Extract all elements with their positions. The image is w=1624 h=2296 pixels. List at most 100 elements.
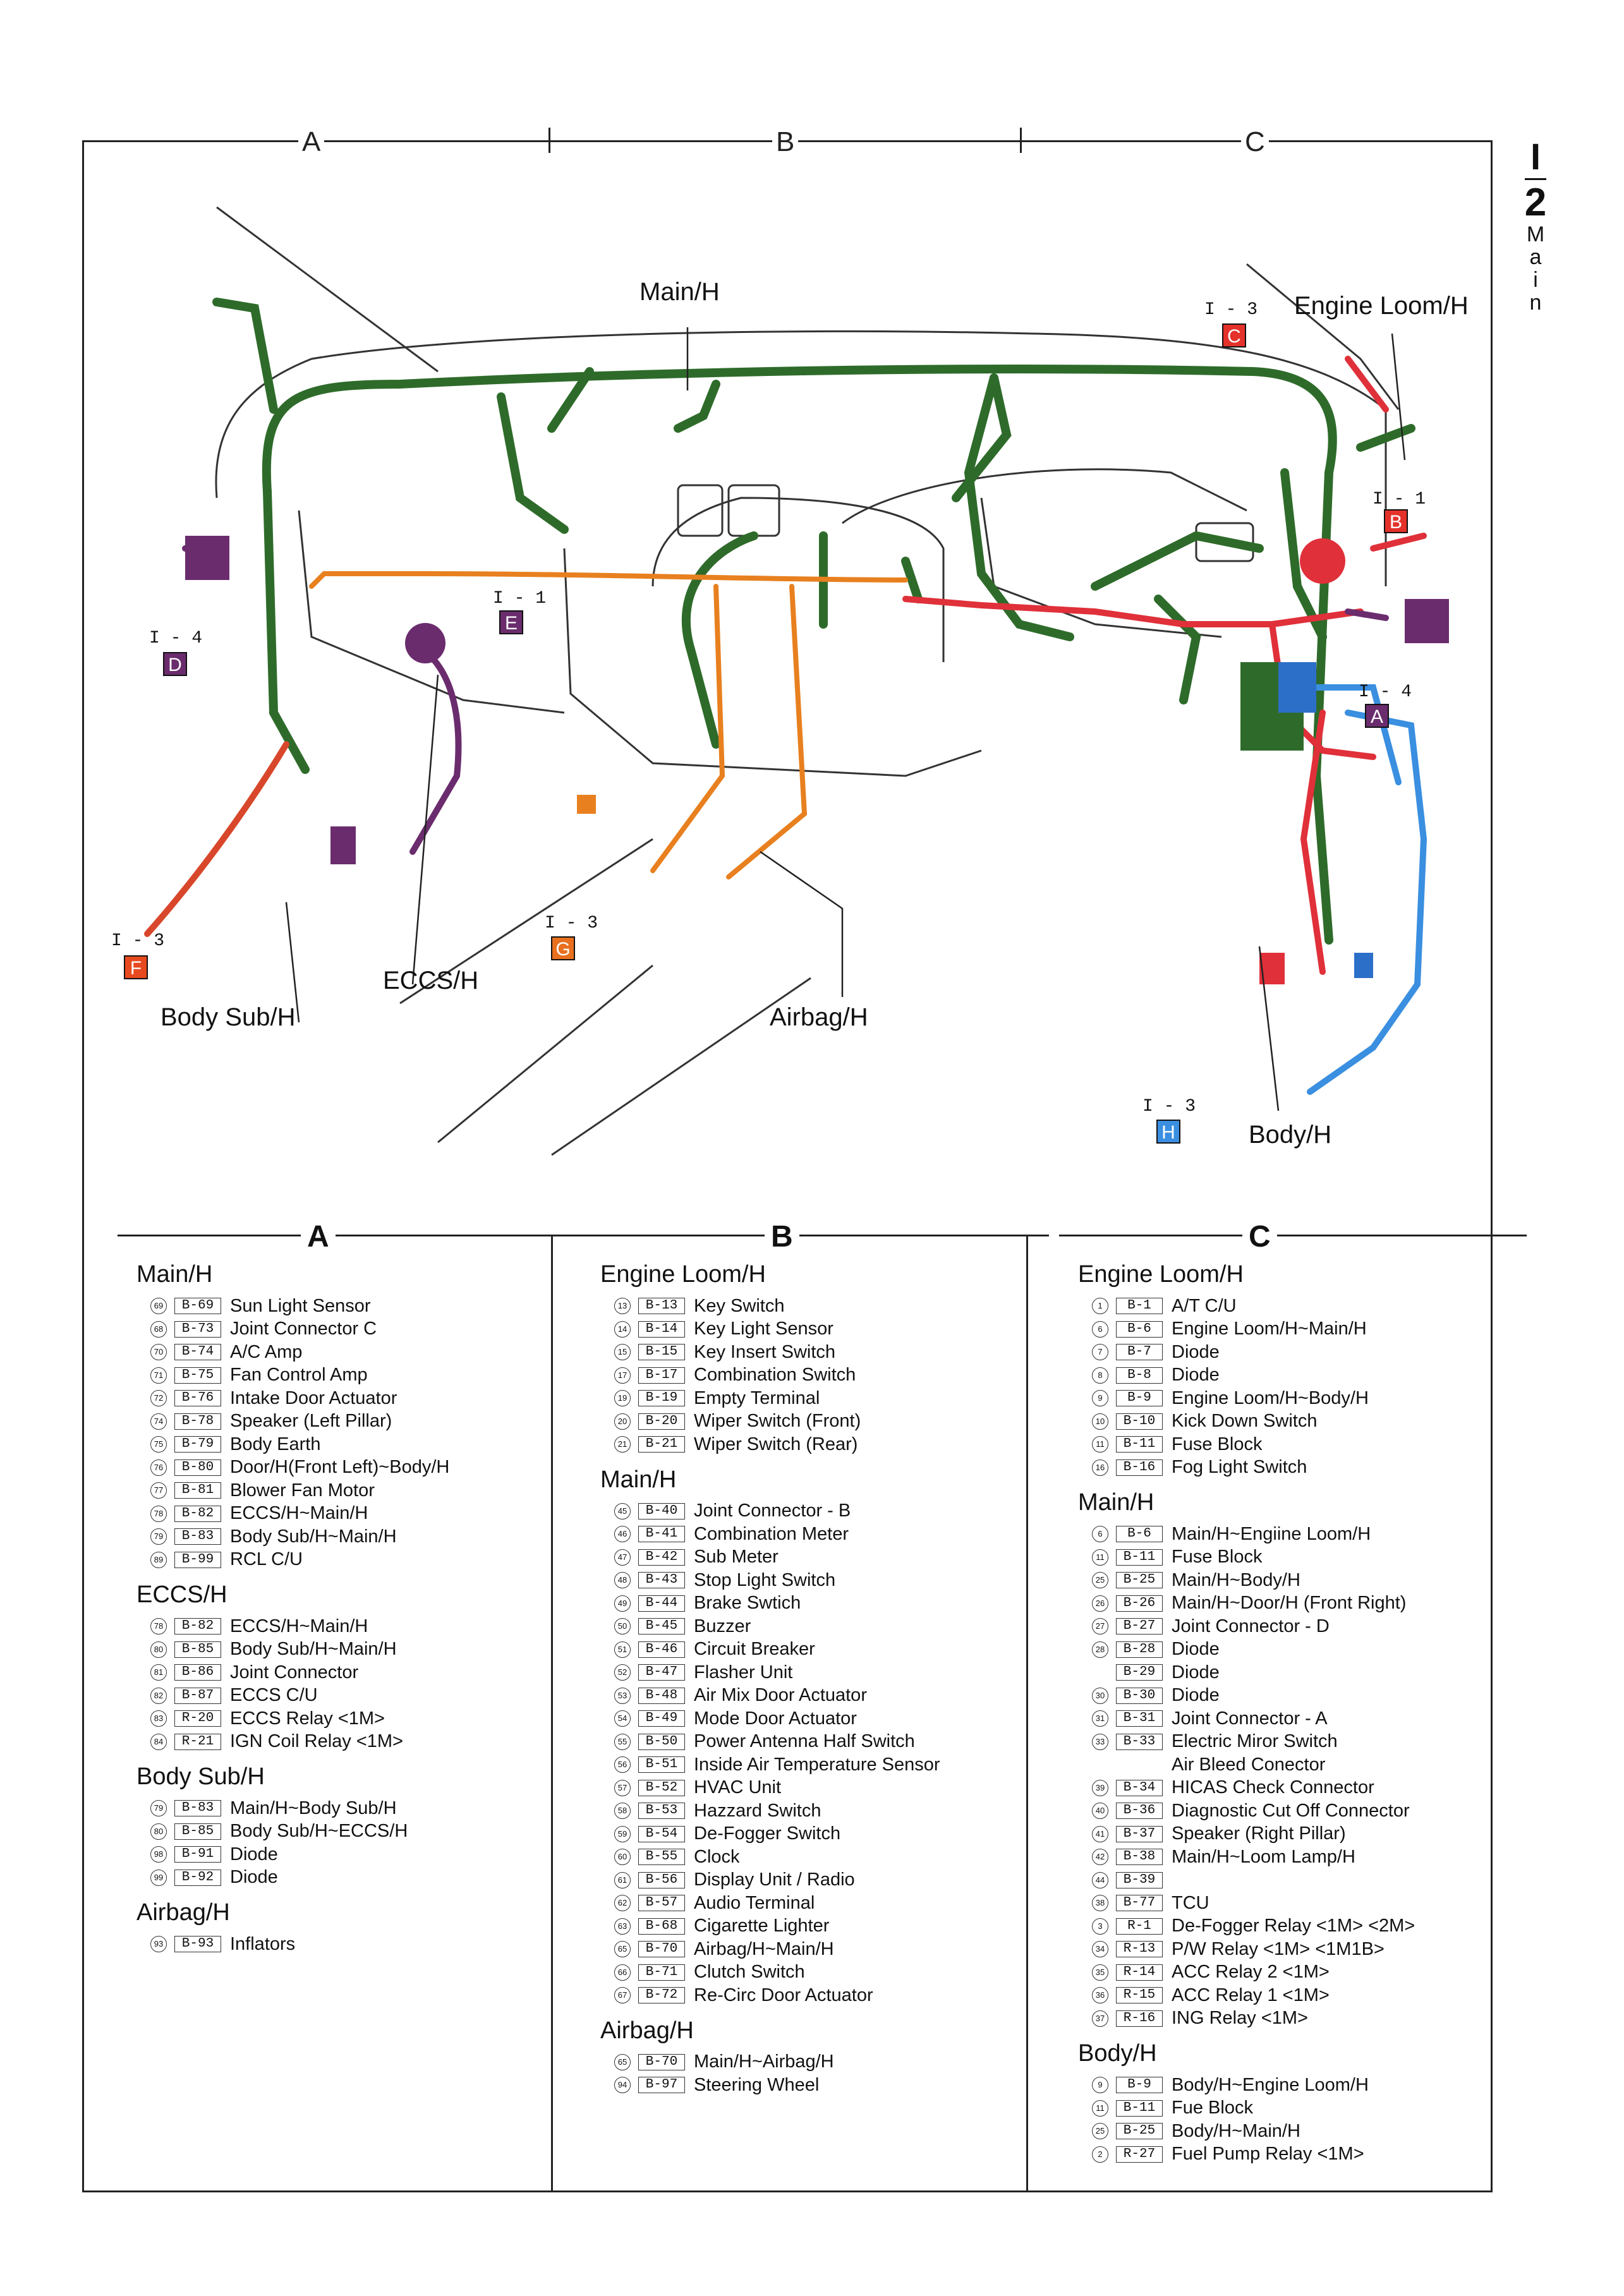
- legend-item-label: Body/H~Engine Loom/H: [1172, 2074, 1369, 2095]
- legend-item-label: Diode: [1172, 1341, 1220, 1362]
- legend-item-code: B-49: [638, 1710, 685, 1727]
- legend-item-number: 31: [1092, 1710, 1108, 1727]
- legend-item-label: ACC Relay 1 <1M>: [1172, 1985, 1330, 2005]
- connector-box-b: B: [1384, 509, 1408, 533]
- legend-item-code: B-8: [1116, 1367, 1163, 1384]
- connector-ref-c: I - 3: [1204, 300, 1258, 320]
- legend-item-code: B-56: [638, 1871, 685, 1888]
- legend-item-label: Inflators: [230, 1933, 296, 1954]
- legend-item-code: B-7: [1116, 1344, 1163, 1361]
- legend-item-code: B-74: [174, 1344, 221, 1361]
- legend-group-title: Main/H: [136, 1261, 213, 1288]
- legend-item-label: Stop Light Switch: [694, 1569, 836, 1590]
- legend-item-label: Fuel Pump Relay <1M>: [1172, 2144, 1364, 2165]
- legend-item-code: B-45: [638, 1618, 685, 1635]
- legend-item-code: B-36: [1116, 1803, 1163, 1820]
- legend-item-number: 15: [614, 1344, 631, 1361]
- connector-ref-f: I - 3: [111, 931, 165, 951]
- legend-group-title: Engine Loom/H: [1078, 1261, 1244, 1288]
- legend-item-number: 9: [1092, 2077, 1108, 2094]
- legend-item-label: Empty Terminal: [694, 1387, 820, 1408]
- legend-item-number: 68: [150, 1320, 167, 1338]
- legend-item-label: Audio Terminal: [694, 1892, 815, 1913]
- legend-item-number: 93: [150, 1936, 167, 1953]
- legend-item-label: Speaker (Right Pillar): [1172, 1823, 1346, 1844]
- legend-item-label: Joint Connector: [230, 1662, 359, 1683]
- legend-item-number: 21: [614, 1436, 631, 1453]
- legend-item-number: 79: [150, 1528, 167, 1545]
- legend-item-label: Air Bleed Conector: [1172, 1754, 1326, 1775]
- legend-group-title: Main/H: [600, 1466, 677, 1493]
- connector-box-e: E: [499, 610, 523, 634]
- legend-item-number: 17: [614, 1367, 631, 1384]
- legend-item-label: Body Sub/H~Main/H: [230, 1639, 397, 1660]
- legend-item-label: Body/H~Main/H: [1172, 2120, 1300, 2141]
- legend-item-label: Kick Down Switch: [1172, 1411, 1318, 1432]
- legend-item-code: B-76: [174, 1390, 221, 1407]
- legend-item-number: 69: [150, 1298, 167, 1315]
- legend-item: Air Bleed Conector: [1092, 1753, 1527, 1777]
- legend-item-number: 89: [150, 1551, 167, 1568]
- legend-item-number: 83: [150, 1710, 167, 1727]
- legend-item-code: B-86: [174, 1664, 221, 1681]
- legend-item-number: 9: [1092, 1390, 1108, 1407]
- legend-item-label: Main/H~Body Sub/H: [230, 1798, 397, 1818]
- legend-header-rule: [1059, 1235, 1527, 1236]
- legend-item-code: B-97: [638, 2077, 685, 2094]
- legend-item-code: B-83: [174, 1800, 221, 1817]
- legend-group-title: Airbag/H: [600, 2017, 694, 2044]
- legend-item-label: Intake Door Actuator: [230, 1387, 397, 1408]
- legend-item-number: 25: [1092, 2123, 1108, 2140]
- connector-box-g: G: [551, 936, 575, 960]
- legend-item-code: B-99: [174, 1551, 221, 1568]
- connector-ref-h: I - 3: [1142, 1097, 1196, 1116]
- legend-item-number: 8: [1092, 1367, 1108, 1384]
- legend-header-rule: [118, 1235, 585, 1236]
- legend-item-label: Sub Meter: [694, 1547, 779, 1568]
- legend-item-label: ING Relay <1M>: [1172, 2008, 1308, 2029]
- legend-item-label: Main/H~Airbag/H: [694, 2051, 834, 2072]
- legend-group-title: Main/H: [1078, 1489, 1154, 1516]
- legend-item-label: P/W Relay <1M> <1M1B>: [1172, 1938, 1385, 1959]
- vertical-title-char: n: [1529, 291, 1542, 315]
- legend-item-number: 6: [1092, 1526, 1108, 1543]
- engine-loom-harness-label: Engine Loom/H: [1294, 292, 1469, 320]
- legend-column-header: B: [581, 1219, 1049, 1254]
- zone-a-header: A: [298, 126, 325, 158]
- legend-item-label: ECCS/H~Main/H: [230, 1503, 368, 1524]
- legend-group-title: Engine Loom/H: [600, 1261, 766, 1288]
- legend-item-code: B-11: [1116, 1436, 1163, 1453]
- legend-item-label: Steering Wheel: [694, 2074, 820, 2095]
- legend-item-code: B-82: [174, 1618, 221, 1635]
- legend-item-label: Blower Fan Motor: [230, 1480, 375, 1501]
- legend-item-label: Key Light Sensor: [694, 1319, 833, 1339]
